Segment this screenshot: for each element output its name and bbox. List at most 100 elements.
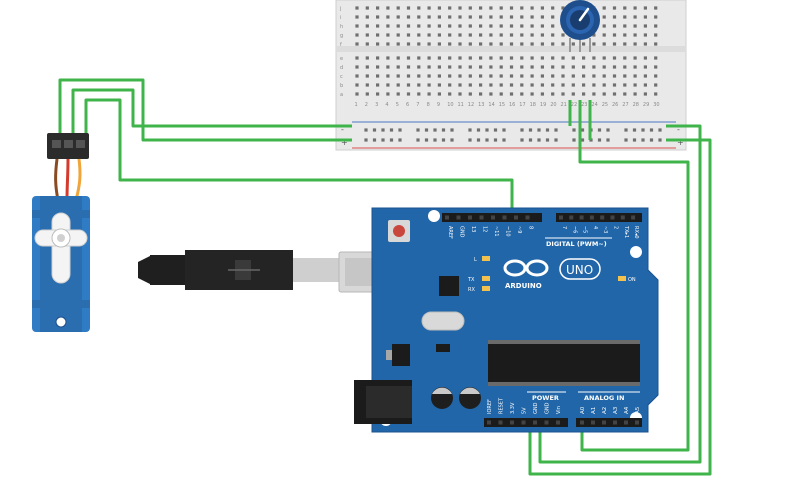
rail-hole	[372, 138, 377, 142]
header-pin[interactable]	[620, 215, 625, 220]
header-pin[interactable]	[468, 215, 472, 220]
led-on	[618, 276, 626, 281]
header-pin[interactable]	[631, 215, 636, 220]
header-pin[interactable]	[487, 420, 491, 425]
breadboard-hole	[530, 83, 534, 87]
breadboard-column-number: 15	[499, 102, 505, 108]
breadboard-column-number: 11	[458, 102, 464, 108]
header-pin[interactable]	[569, 215, 574, 220]
rail-hole	[624, 128, 628, 132]
breadboard-hole	[427, 83, 431, 87]
breadboard-hole	[530, 24, 534, 28]
breadboard-hole	[571, 74, 575, 78]
breadboard-hole	[654, 56, 658, 60]
breadboard-hole	[633, 83, 637, 87]
breadboard-hole	[479, 24, 483, 28]
breadboard-hole	[571, 56, 575, 60]
breadboard-hole	[386, 74, 390, 78]
breadboard-row-letter: b	[340, 83, 343, 89]
breadboard-hole	[489, 24, 493, 28]
breadboard-hole	[448, 42, 452, 46]
potentiometer-icon[interactable]	[560, 0, 600, 52]
rail-hole	[364, 138, 368, 142]
wire-gnd-rail[interactable]	[538, 124, 702, 464]
breadboard-hole	[540, 24, 544, 28]
breadboard-hole	[448, 74, 452, 78]
breadboard-hole	[509, 92, 514, 96]
led-on-label: ON	[628, 277, 636, 283]
header-pin[interactable]	[533, 420, 537, 425]
breadboard-hole	[489, 56, 493, 60]
breadboard-hole	[582, 42, 586, 46]
breadboard-hole	[479, 56, 483, 60]
rail-plus-label-left: +	[341, 138, 348, 147]
bottom-pin-holes	[487, 420, 639, 425]
header-pin[interactable]	[525, 215, 530, 220]
breadboard-hole	[654, 24, 658, 28]
wire-servo-power[interactable]	[58, 78, 352, 145]
header-pin[interactable]	[591, 420, 595, 425]
usb-chip	[439, 276, 459, 296]
header-pin[interactable]	[559, 215, 563, 220]
breadboard-hole	[355, 56, 359, 60]
header-pin[interactable]	[580, 420, 584, 425]
breadboard-hole	[437, 65, 441, 69]
breadboard-hole	[623, 74, 627, 78]
breadboard-hole	[427, 24, 431, 28]
breadboard-hole	[499, 92, 503, 96]
breadboard-hole	[396, 6, 400, 10]
breadboard-hole	[530, 92, 534, 96]
header-pin[interactable]	[502, 215, 507, 220]
header-pin[interactable]	[445, 215, 449, 220]
breadboard-hole	[437, 6, 441, 10]
header-pin[interactable]	[498, 420, 503, 425]
header-pin[interactable]	[510, 420, 514, 425]
wire-servo-ground[interactable]	[71, 88, 352, 145]
power-header	[484, 418, 568, 427]
header-pin[interactable]	[556, 420, 560, 425]
header-pin[interactable]	[514, 215, 518, 220]
header-pin[interactable]	[624, 420, 628, 425]
breadboard-hole	[448, 65, 452, 69]
breadboard-hole	[643, 92, 647, 96]
wire-5v-rail[interactable]	[528, 138, 712, 476]
breadboard-hole	[592, 83, 596, 87]
breadboard-hole	[489, 83, 493, 87]
header-pin[interactable]	[600, 215, 605, 220]
breadboard-hole	[643, 65, 647, 69]
header-pin[interactable]	[479, 215, 484, 220]
header-pin[interactable]	[635, 420, 639, 425]
header-pin[interactable]	[491, 215, 495, 220]
header-pin[interactable]	[544, 420, 549, 425]
breadboard-hole	[520, 42, 524, 46]
breadboard-hole	[551, 65, 555, 69]
header-pin[interactable]	[579, 215, 584, 220]
header-pin[interactable]	[456, 215, 461, 220]
breadboard-hole	[499, 83, 503, 87]
power-header-label: POWER	[532, 394, 559, 402]
breadboard-hole	[427, 56, 431, 60]
breadboard-column-number: 29	[643, 102, 649, 108]
breadboard-hole	[643, 15, 647, 19]
breadboard-hole	[551, 6, 555, 10]
wire-servo-signal[interactable]	[84, 98, 514, 215]
breadboard-column-number: 22	[571, 102, 577, 108]
breadboard-hole	[643, 33, 647, 37]
breadboard-hole	[437, 74, 441, 78]
header-pin[interactable]	[610, 215, 615, 220]
wire-pot-wiper[interactable]	[578, 100, 690, 452]
header-pin[interactable]	[589, 215, 594, 220]
header-pin[interactable]	[521, 420, 526, 425]
breadboard-hole	[396, 42, 400, 46]
servo-motor-icon[interactable]	[32, 133, 90, 332]
breadboard-hole	[365, 56, 369, 60]
rail-hole	[433, 128, 437, 132]
header-pin[interactable]	[602, 420, 606, 425]
breadboard-hole	[448, 92, 452, 96]
rail-hole	[433, 138, 437, 142]
header-pin[interactable]	[613, 420, 617, 425]
uno-badge	[559, 258, 601, 280]
breadboard-hole	[355, 92, 359, 96]
